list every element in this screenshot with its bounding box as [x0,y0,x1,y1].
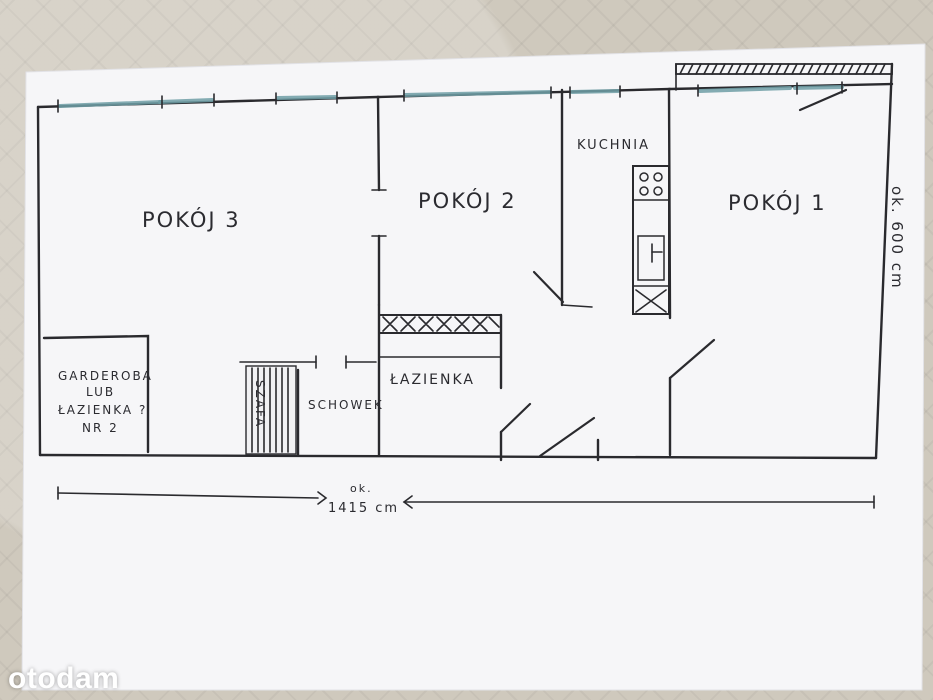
balcony-strip [675,63,893,112]
kitchen-counter [632,165,670,315]
bathroom-label: ŁAZIENKA [389,372,475,388]
dressing-room-line: NR 2 [82,421,119,435]
watermark-logo: otodam [8,662,120,695]
dressing-room-line: LUB [86,385,115,399]
kitchen-label: KUCHNIA [577,138,650,153]
room-3-label: POKÓJ 3 [142,207,241,232]
windows [57,81,844,113]
width-prefix-label: ok. [350,482,373,495]
paper-sheet [21,43,926,691]
room-1-label: POKÓJ 1 [728,190,827,215]
wardrobe-label: SZAFA [253,380,267,428]
dressing-room-label: GARDEROBA LUB ŁAZIENKA ? NR 2 [57,369,153,435]
height-dimension-label: ok. 600 cm [888,186,906,290]
wardrobe-unit [245,365,297,455]
storage-label: SCHOWEK [308,398,384,412]
dressing-room-line: ŁAZIENKA ? [57,403,147,417]
width-dimension: ok. 1415 cm [57,482,875,516]
width-value-label: 1415 cm [328,501,399,516]
dressing-room-line: GARDEROBA [58,369,153,383]
room-2-label: POKÓJ 2 [418,188,517,213]
